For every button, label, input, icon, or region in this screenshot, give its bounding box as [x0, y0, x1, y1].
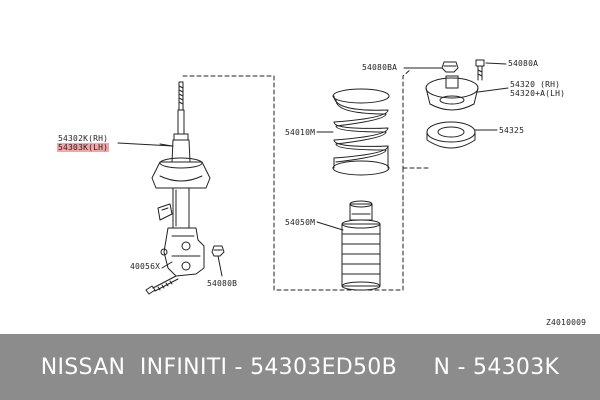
drawing-number: Z4010009 [546, 318, 587, 327]
label-spring: 54010M [285, 128, 316, 137]
label-mount-rh: 54320 (RH) [510, 80, 561, 89]
leader-mount [477, 87, 509, 93]
label-bearing: 54325 [499, 126, 525, 135]
leader-40056x [161, 261, 173, 269]
strut-assembly [151, 81, 211, 277]
leader-bumper [316, 221, 344, 231]
nut-54080ba [441, 61, 459, 73]
nut-54080b [211, 245, 225, 277]
strut-mount [425, 75, 479, 111]
parts-diagram: 54302K(RH) 54303K(LH) 40056X 54080B 5408… [57, 59, 587, 327]
label-40056x: 40056X [130, 262, 161, 271]
label-bumper: 54050M [285, 218, 316, 227]
label-strut-lh: 54303K(LH) [57, 143, 110, 152]
diagram-drawing [117, 59, 509, 295]
label-strut-rh: 54302K(RH) [58, 134, 109, 143]
bolt-54080a [475, 59, 485, 81]
part-number-banner: NISSAN INFINITI - 54303ED50B N - 54303K [0, 334, 600, 400]
label-mount-lh: 54320+A(LH) [510, 89, 566, 98]
label-54080b: 54080B [207, 279, 238, 288]
dashed-boundary [182, 75, 404, 291]
bump-boot [341, 200, 381, 291]
bolt-40056x [145, 275, 179, 295]
label-54080a: 54080A [508, 59, 539, 68]
bearing [426, 121, 476, 149]
label-54080ba: 54080BA [362, 63, 398, 72]
leader-54080a [485, 62, 507, 65]
part-number-text: NISSAN INFINITI - 54303ED50B N - 54303K [40, 354, 560, 380]
leader-strut [117, 142, 174, 147]
coil-spring [332, 88, 390, 176]
